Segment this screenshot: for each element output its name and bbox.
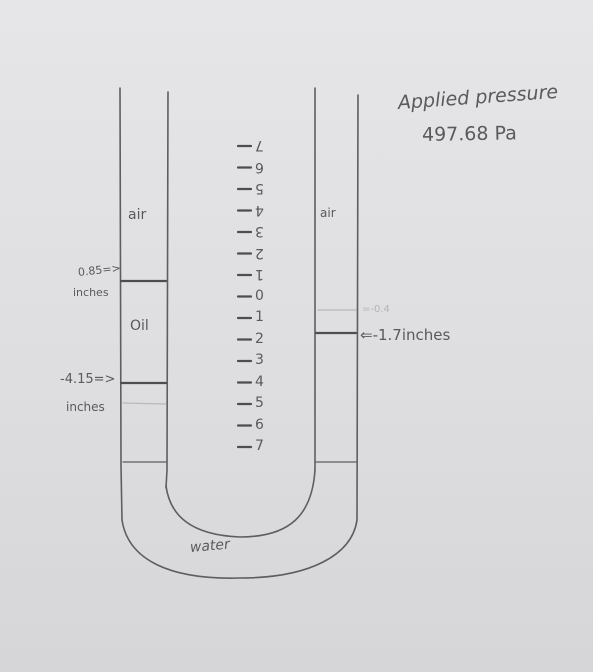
- scale-tick-label: 0: [255, 287, 264, 304]
- left-faint-interface-line: [122, 402, 167, 405]
- scale-tick-label: 2: [255, 244, 264, 261]
- right-level-reading: ⇐-1.7inches: [360, 326, 451, 344]
- applied-pressure-value: 497.68 Pa: [421, 122, 517, 146]
- left-oil-label: Oil: [130, 318, 149, 334]
- left-upper-level-unit: inches: [73, 286, 109, 299]
- scale-tick-label: 7: [255, 137, 264, 153]
- scale-tick-label: 6: [255, 158, 264, 175]
- left-tube-inner-wall: [165, 91, 169, 489]
- scale-tick-label: 2: [255, 330, 264, 347]
- left-air-label: air: [128, 207, 147, 223]
- scale-tick-label: 4: [255, 373, 264, 390]
- scale-tick-label: 4: [255, 201, 264, 218]
- u-bend-outer: [121, 519, 358, 579]
- scale-tick-label: 1: [255, 266, 264, 282]
- scale-tick-label: 7: [255, 438, 264, 454]
- scale-tick-label: 5: [255, 180, 264, 196]
- scale-tick-label: 5: [255, 395, 264, 411]
- scale-tick-label: 3: [255, 223, 264, 239]
- scale-tick-label: 6: [255, 416, 264, 433]
- scale-tick-label: 1: [255, 309, 264, 325]
- u-bend-inner: [165, 469, 316, 538]
- right-faint-reading: =-0.4: [362, 304, 390, 315]
- left-lower-level-value: -4.15=>: [60, 372, 116, 387]
- scale-tick-label: 3: [255, 352, 264, 368]
- left-lower-level-unit: inches: [66, 400, 105, 414]
- right-tube-outer-wall: [356, 94, 359, 521]
- right-air-label: air: [320, 206, 336, 220]
- left-tube-outer-wall: [119, 87, 123, 521]
